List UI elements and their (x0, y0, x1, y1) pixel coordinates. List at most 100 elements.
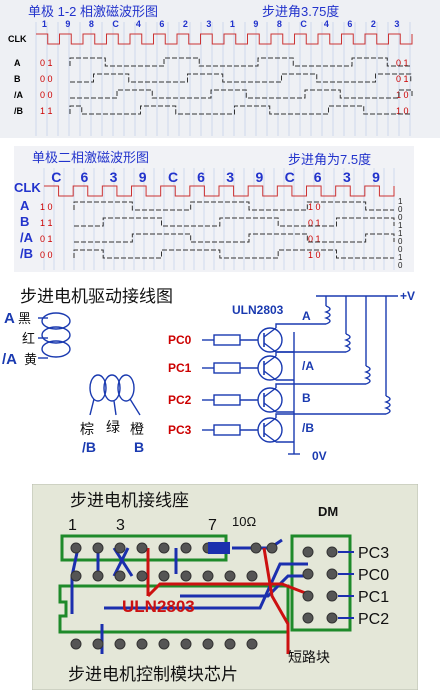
output-wire (275, 351, 346, 356)
clk-step-value: 6 (347, 19, 352, 29)
resistor-label: 10Ω (232, 514, 256, 529)
base-resistor (213, 334, 241, 346)
transistor-symbol (257, 417, 283, 443)
grid-lines (35, 22, 411, 136)
solder-pad (326, 612, 338, 624)
clk-step-value: 9 (65, 19, 70, 29)
phase-trace (69, 105, 412, 115)
clk-step-value: 9 (253, 19, 258, 29)
transistor-symbol (257, 327, 283, 353)
solder-pad (114, 570, 126, 582)
clk-step-value: 2 (183, 19, 188, 29)
driver-channel: PC0 A (168, 296, 331, 353)
solder-pad (224, 570, 236, 582)
coil-label-b: B (134, 439, 144, 455)
phase-end-bits: 0 1 (396, 74, 409, 84)
solder-pad (136, 542, 148, 554)
clk-step-value: C (51, 169, 61, 185)
solder-pad (158, 570, 170, 582)
solder-pad (92, 570, 104, 582)
phase-row-label: /B (20, 246, 33, 261)
motor-coil (364, 365, 371, 385)
phase-output-label: /A (302, 359, 314, 373)
transistor-emitter (263, 402, 277, 413)
step-angle-label: 步进角为7.5度 (288, 152, 371, 167)
clk-trace (44, 185, 395, 197)
clk-step-value: 8 (277, 19, 282, 29)
phase-trace (69, 57, 412, 67)
clk-step-value: C (300, 19, 307, 29)
phase-start-bits: 0 0 (40, 90, 53, 100)
solder-pad (70, 638, 82, 650)
phase-start-bits: 0 0 (40, 74, 53, 84)
clk-step-value: 8 (89, 19, 94, 29)
right-bit: 1 (398, 229, 403, 238)
output-wire (275, 323, 326, 328)
solder-pad (70, 570, 82, 582)
coil-color-orange: 橙 (130, 421, 144, 437)
pin-num-3: 3 (116, 517, 125, 534)
pc-pin-label: PC0 (168, 333, 192, 347)
solder-pad (114, 638, 126, 650)
dm-pin-label: PC1 (358, 589, 389, 606)
coil-color-brown: 棕 (80, 421, 94, 437)
solder-pad (180, 570, 192, 582)
module-footer-title: 步进电机控制模块芯片 (68, 665, 238, 684)
wiring-svg: 步进电机驱动接线图 A 黑 红 /A 黄 棕 绿 橙 /B B UL (2, 287, 415, 463)
transistor-emitter (263, 370, 277, 381)
right-bit: 0 (398, 237, 403, 246)
clk-step-value: 1 (230, 19, 235, 29)
clk-step-value: 3 (110, 169, 118, 185)
clk-step-value: 4 (324, 19, 329, 29)
solder-pad (326, 590, 338, 602)
waveform-title: 单极 1-2 相激磁波形图 (28, 4, 158, 19)
uln2803-label: ULN2803 (232, 303, 284, 317)
clk-trace (36, 33, 413, 45)
chip-label: ULN2803 (122, 597, 195, 616)
phase-output-label: A (302, 309, 311, 323)
dm-header-outline (290, 534, 352, 632)
pcb-pins (70, 542, 338, 650)
phase-start-bits: 1 0 (40, 202, 53, 212)
solder-pad (70, 542, 82, 554)
solder-pad (136, 570, 148, 582)
phase-start-bits: 0 1 (40, 58, 53, 68)
clk-step-value: 4 (136, 19, 141, 29)
coil-color-black: 黑 (18, 311, 31, 326)
clk-step-value: 2 (371, 19, 376, 29)
pin-num-7: 7 (208, 517, 217, 534)
right-bit: 0 (398, 205, 403, 214)
dm-pin-label: PC2 (358, 611, 389, 628)
wiring-title: 步进电机驱动接线图 (20, 287, 173, 306)
clk-step-value: 6 (80, 169, 88, 185)
coil-color-red: 红 (22, 331, 35, 346)
phase-end-bits: 0 1 (396, 58, 409, 68)
pc-pin-label: PC1 (168, 361, 192, 375)
phase-trace (70, 89, 413, 99)
zero-v-label: 0V (312, 449, 327, 463)
solder-pad (114, 542, 126, 554)
phase-output-label: B (302, 391, 311, 405)
phase-end-bits: 0 1 (308, 234, 321, 244)
phase-trace (73, 249, 394, 259)
jumper-label: 短路块 (288, 649, 330, 665)
motor-coil (324, 305, 331, 325)
jumper-block (208, 542, 230, 554)
phase-output-label: /B (302, 421, 314, 435)
phase-start-bits: 1 1 (40, 218, 53, 228)
motor-coil (384, 395, 391, 415)
phase-row-label: B (14, 74, 21, 84)
coil-color-yellow: 黄 (24, 352, 37, 367)
transistor-collector (263, 327, 277, 338)
output-wire (275, 413, 386, 418)
solder-pad (326, 546, 338, 558)
solder-pad (250, 542, 262, 554)
clk-step-value: 3 (206, 19, 211, 29)
